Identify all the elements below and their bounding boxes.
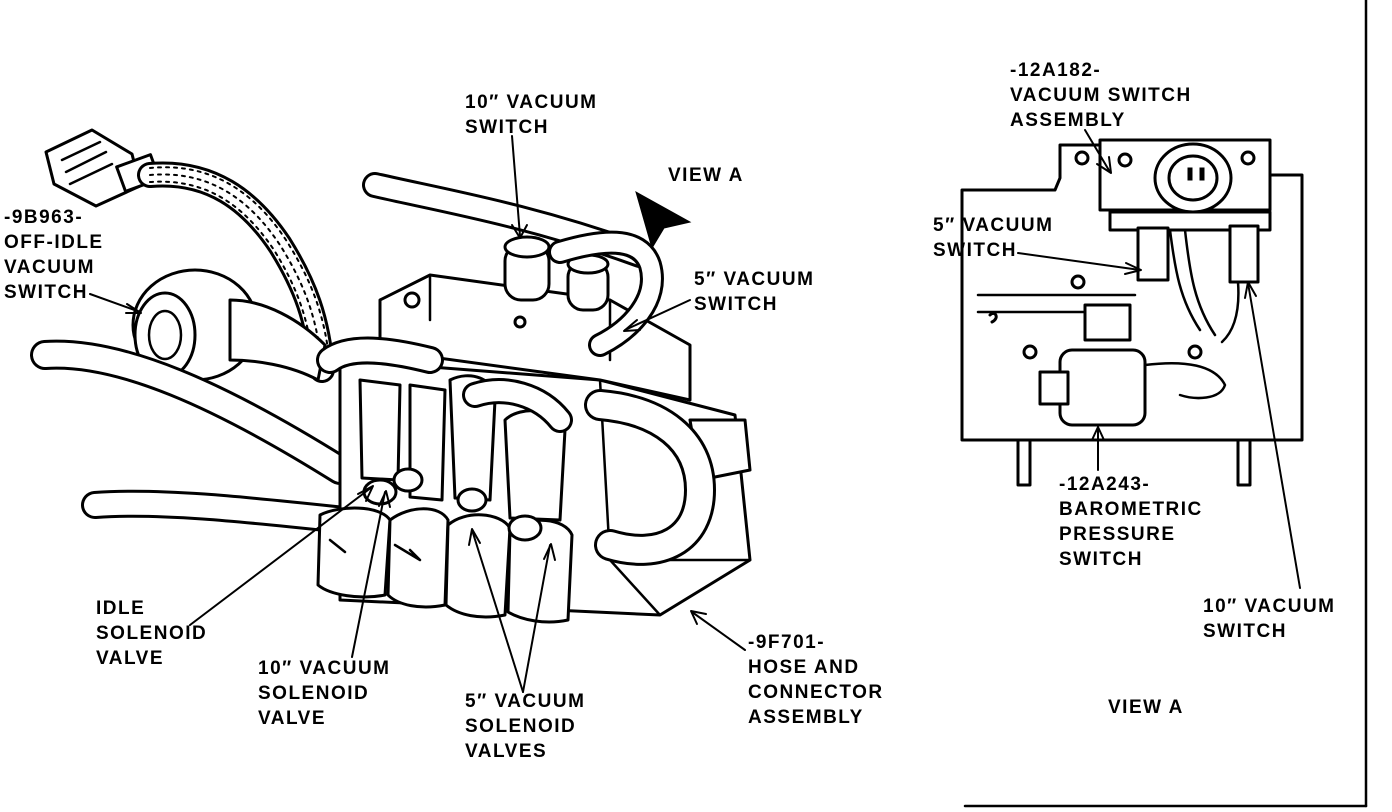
label-off-idle-vacuum-switch: -9B963- OFF-IDLE VACUUM SWITCH [4, 207, 104, 303]
main-view-leader-lines [89, 135, 746, 693]
solenoid-valves-drawing [316, 336, 574, 624]
off-idle-vacuum-switch-drawing [131, 268, 327, 382]
loop-hose [584, 389, 716, 566]
label-view-a-main: VIEW A [668, 165, 744, 186]
label-10in-vacuum-solenoid-valve: 10″ VACUUM SOLENOID VALVE [258, 658, 391, 729]
view-a-caption: VIEW A [1108, 697, 1184, 718]
figure-frame [963, 0, 1368, 808]
label-hose-connector-assembly: -9F701- HOSE AND CONNECTOR ASSEMBLY [748, 632, 884, 728]
view-a-drawing [960, 129, 1304, 589]
main-assembly-drawing [30, 128, 752, 693]
label-5in-vacuum-solenoid-valves: 5″ VACUUM SOLENOID VALVES [465, 691, 586, 762]
label-5in-vacuum-switch: 5″ VACUUM SWITCH [694, 269, 815, 315]
label-barometric-pressure-switch: -12A243- BAROMETRIC PRESSURE SWITCH [1059, 474, 1203, 570]
label-view-a-5in-vacuum-switch: 5″ VACUUM SWITCH [933, 215, 1054, 261]
top-vacuum-switches [403, 230, 664, 357]
label-idle-solenoid-valve: IDLE SOLENOID VALVE [96, 598, 208, 669]
view-a-leader-lines [1017, 129, 1301, 589]
label-vacuum-switch-assembly: -12A182- VACUUM SWITCH ASSEMBLY [1010, 60, 1192, 131]
view-a-arrow [635, 190, 692, 250]
wire-harness [137, 161, 335, 383]
label-10in-vacuum-switch: 10″ VACUUM SWITCH [465, 92, 598, 138]
label-view-a-10in-vacuum-switch: 10″ VACUUM SWITCH [1203, 596, 1336, 642]
